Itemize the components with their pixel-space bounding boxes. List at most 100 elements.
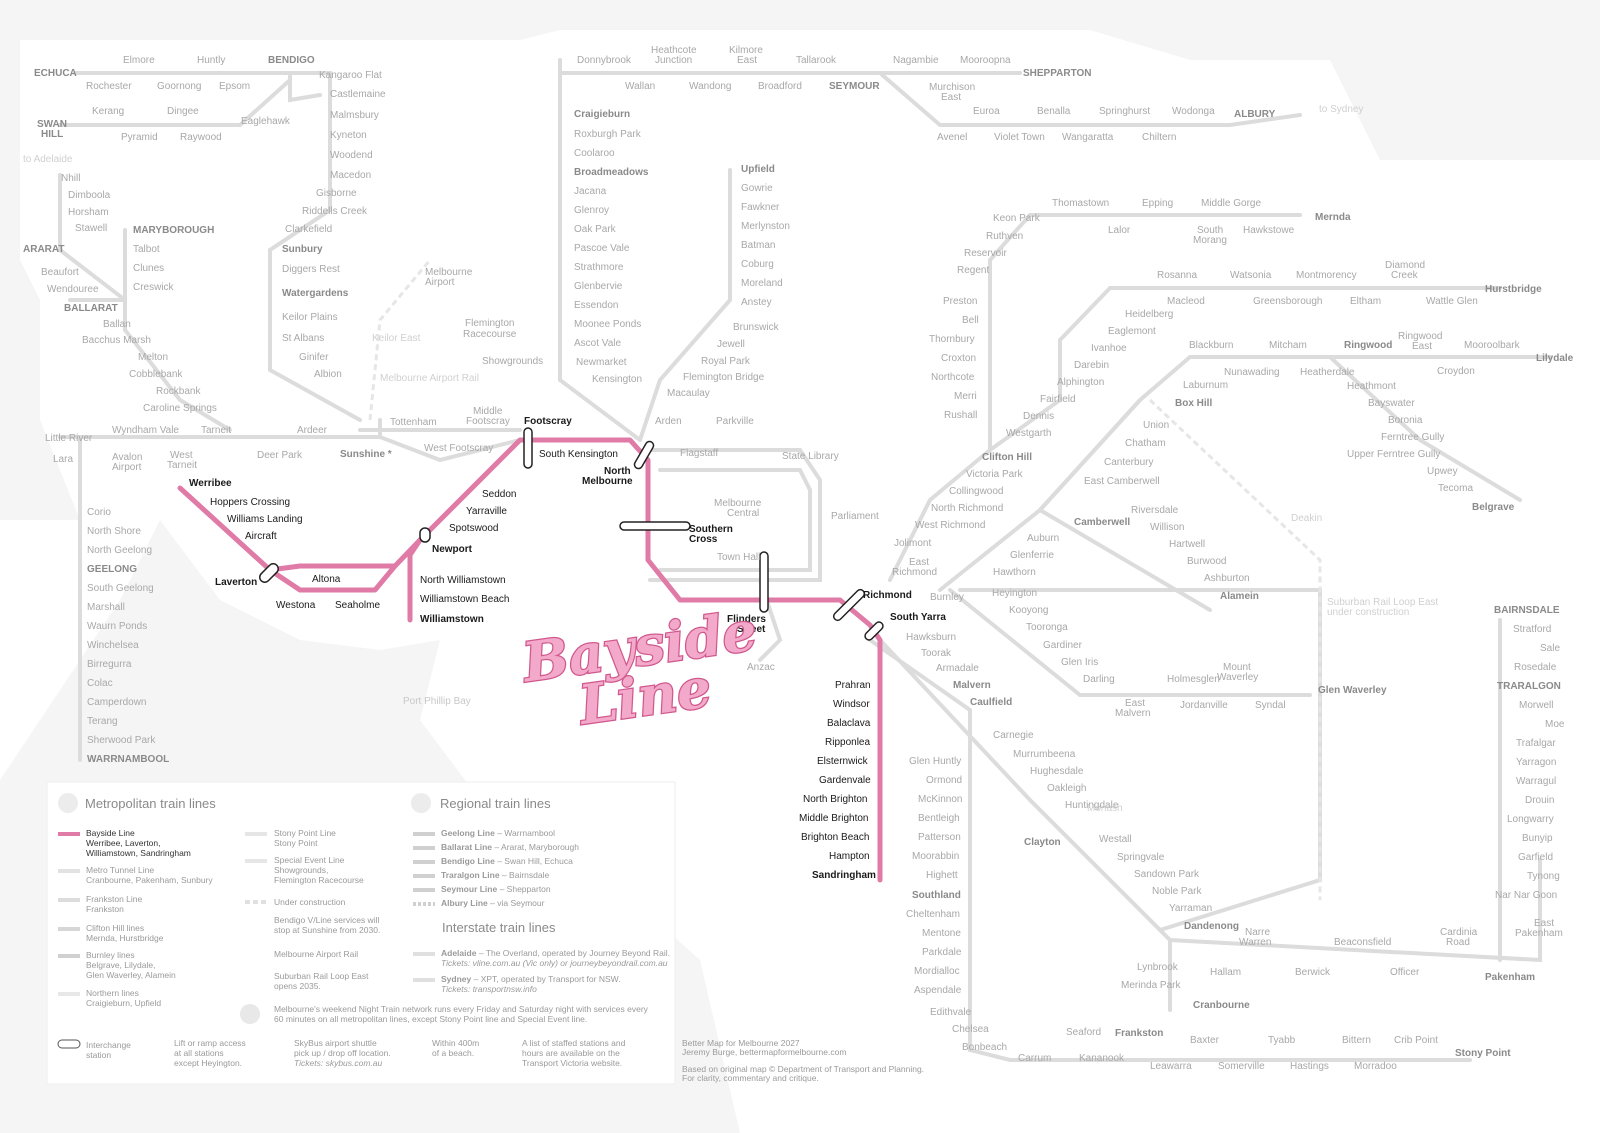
station-patterson: Patterson [918, 832, 961, 843]
station-mordialloc: Mordialloc [914, 966, 960, 977]
station-ballan: Ballan [103, 319, 131, 330]
station-st-albans: St Albans [282, 333, 324, 344]
station-frankston: Frankston [1115, 1028, 1163, 1039]
station-murchison2: East [941, 92, 961, 103]
station-euroa: Euroa [973, 106, 1000, 117]
station-newmarket: Newmarket [576, 357, 627, 368]
station-moorabbin: Moorabbin [912, 851, 959, 862]
station-west-richmond: West Richmond [915, 520, 985, 531]
station-nagambie: Nagambie [893, 55, 939, 66]
station-hastings: Hastings [1290, 1061, 1329, 1072]
station-chiltern: Chiltern [1142, 132, 1176, 143]
station-epsom: Epsom [219, 81, 250, 92]
station-stawell: Stawell [75, 223, 107, 234]
station-south-morang: South [1197, 225, 1223, 236]
svg-text:Flemington Racecourse: Flemington Racecourse [274, 875, 364, 885]
station-elmore: Elmore [123, 55, 155, 66]
svg-text:station: station [86, 1050, 111, 1060]
interchanges [259, 427, 884, 641]
station-chatham: Chatham [1125, 438, 1166, 449]
station-diamond-creek2: Creek [1391, 270, 1419, 281]
station-keilor-east: Keilor East [372, 333, 421, 344]
station-north-brighton: North Brighton [803, 794, 867, 805]
station-rochester: Rochester [86, 81, 132, 92]
svg-text:Seymour Line – Shepparton: Seymour Line – Shepparton [441, 884, 551, 894]
station-sunbury: Sunbury [282, 244, 323, 255]
station-kilmore2: East [737, 55, 757, 66]
station-west-footscray: West Footscray [424, 443, 493, 454]
station-tyabb: Tyabb [1268, 1035, 1296, 1046]
station-werribee: Werribee [189, 478, 232, 489]
svg-text:Suburban Rail Loop East: Suburban Rail Loop East [274, 971, 369, 981]
station-watergardens: Watergardens [282, 288, 349, 299]
station-garfield: Garfield [1518, 852, 1553, 863]
station-murchison: Murchison [929, 82, 975, 93]
station-oak-park: Oak Park [574, 224, 617, 235]
station-avalon: Avalon [112, 452, 142, 463]
svg-text:Cranbourne, Pakenham, Sunbury: Cranbourne, Pakenham, Sunbury [86, 875, 213, 885]
station-syndal: Syndal [1255, 700, 1286, 711]
svg-text:Based on original map © Depart: Based on original map © Department of Tr… [682, 1064, 924, 1074]
station-beaufort: Beaufort [41, 267, 79, 278]
station-warrnambool: WARRNAMBOOL [87, 754, 169, 765]
station-macedon: Macedon [330, 170, 371, 181]
station-west-tarneit2: Tarneit [167, 460, 197, 471]
station-diggers: Diggers Rest [282, 264, 340, 275]
airport-rail-dashed [368, 259, 432, 421]
station-merri: Merri [954, 391, 977, 402]
station-middle-gorge: Middle Gorge [1201, 198, 1261, 209]
station-royal-park: Royal Park [701, 356, 751, 367]
station-bunyip: Bunyip [1522, 833, 1553, 844]
station-noble-park: Noble Park [1152, 886, 1202, 897]
station-heatherdale: Heatherdale [1300, 367, 1355, 378]
station-jolimont: Jolimont [894, 538, 931, 549]
station-hallam: Hallam [1210, 967, 1241, 978]
svg-text:Tickets: transportnsw.info: Tickets: transportnsw.info [441, 984, 537, 994]
station-spotswood: Spotswood [449, 523, 498, 534]
station-corio: Corio [87, 507, 111, 518]
svg-text:Mernda, Hurstbridge: Mernda, Hurstbridge [86, 933, 164, 943]
station-mooroolbark: Mooroolbark [1464, 340, 1521, 351]
station-riddells: Riddells Creek [302, 206, 368, 217]
station-melbourne-central2: Central [727, 508, 759, 519]
svg-text:Tickets: vline.com.au (Vic onl: Tickets: vline.com.au (Vic only) or jour… [441, 958, 668, 968]
station-leawarra: Leawarra [1150, 1061, 1192, 1072]
station-ringwood-east2: East [1412, 341, 1432, 352]
station-auburn: Auburn [1027, 533, 1059, 544]
station-burnley: Burnley [930, 592, 964, 603]
svg-text:Metropolitan train lines: Metropolitan train lines [85, 796, 216, 811]
station-ripponlea: Ripponlea [825, 737, 870, 748]
legend: Metropolitan train lines Regional train … [46, 781, 676, 1085]
station-bacchus: Bacchus Marsh [82, 335, 151, 346]
svg-text:of a beach.: of a beach. [432, 1048, 474, 1058]
station-melbourne-airport-rail: Melbourne Airport Rail [380, 373, 479, 384]
station-south-yarra: South Yarra [890, 612, 946, 623]
station-ferntree: Ferntree Gully [1381, 432, 1444, 443]
station-mount-waverley: Mount [1223, 662, 1251, 673]
station-talbot: Talbot [133, 244, 160, 255]
station-boronia: Boronia [1388, 415, 1423, 426]
station-carrum: Carrum [1018, 1053, 1051, 1064]
station-seaholme: Seaholme [335, 600, 380, 611]
svg-text:Within 400m: Within 400m [432, 1038, 479, 1048]
station-dingee: Dingee [167, 106, 199, 117]
svg-text:Geelong Line – Warrnambool: Geelong Line – Warrnambool [441, 828, 555, 838]
station-middle-footscray2: Footscray [466, 416, 510, 427]
station-epping: Epping [1142, 198, 1173, 209]
station-goornong: Goornong [157, 81, 201, 92]
station-creswick: Creswick [133, 282, 175, 293]
station-srl-east: Suburban Rail Loop East [1327, 597, 1438, 608]
station-alamein: Alamein [1220, 591, 1259, 602]
station-glenbervie: Glenbervie [574, 281, 623, 292]
station-kyneton: Kyneton [330, 130, 367, 141]
station-fairfield: Fairfield [1040, 394, 1076, 405]
station-macleod: Macleod [1167, 296, 1205, 307]
station-north-shore: North Shore [87, 526, 141, 537]
station-east-richmond2: Richmond [892, 567, 937, 578]
svg-text:60 minutes on all metropolitan: 60 minutes on all metropolitan lines, ex… [274, 1014, 587, 1024]
station-brighton-beach: Brighton Beach [801, 832, 869, 843]
station-srl-east2: under construction [1327, 607, 1409, 618]
station-darling: Darling [1083, 674, 1115, 685]
station-watsonia: Watsonia [1230, 270, 1272, 281]
station-tallarook: Tallarook [796, 55, 837, 66]
